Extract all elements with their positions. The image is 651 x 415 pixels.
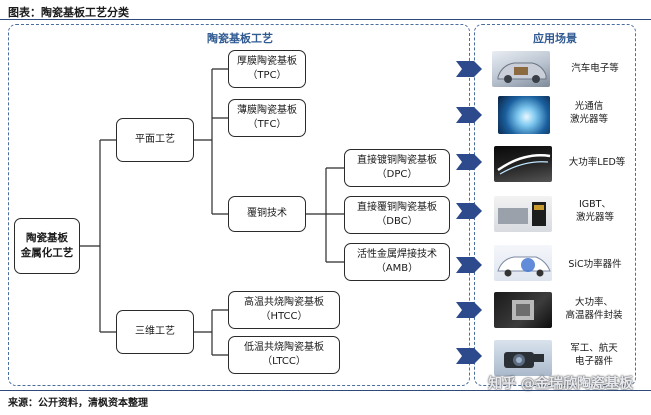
led-headlight-image <box>494 146 552 182</box>
tfc-node: 薄膜陶瓷基板 （TFC） <box>228 99 306 137</box>
chip-icon <box>512 300 534 320</box>
ev-car-image <box>494 245 552 281</box>
three-d-process-label: 三维工艺 <box>135 325 175 337</box>
ltcc-node: 低温共烧陶瓷基板 （LTCC） <box>228 336 340 374</box>
arrow-chevron-5 <box>456 257 482 273</box>
watermark: 知乎 @金瑞欣陶瓷基板 <box>488 376 633 392</box>
optical-fiber-image <box>498 96 550 134</box>
car-engine-image <box>492 51 550 87</box>
ltcc-name: 低温共烧陶瓷基板 <box>244 341 324 353</box>
application-label-1: 汽车电子等 <box>562 63 628 76</box>
application-7-line-2: 电子器件 <box>574 355 613 367</box>
tpc-name: 厚膜陶瓷基板 <box>237 55 297 67</box>
application-6-line-2: 高温器件封装 <box>565 309 623 321</box>
ltcc-abbr: （LTCC） <box>262 356 306 367</box>
tpc-node: 厚膜陶瓷基板 （TPC） <box>228 50 306 88</box>
application-2-line-2: 激光器等 <box>569 113 608 125</box>
process-panel-title: 陶瓷基板工艺 <box>207 32 273 45</box>
application-label-2: 光通信 激光器等 <box>556 101 622 127</box>
application-label-7: 军工、航天 电子器件 <box>558 343 630 369</box>
application-7-line-1: 军工、航天 <box>570 343 618 354</box>
dbc-name: 直接覆铜陶瓷基板 <box>357 201 437 213</box>
arrow-chevron-6 <box>456 302 482 318</box>
arrow-chevron-4 <box>456 203 482 219</box>
car-icon <box>497 62 547 83</box>
connector-planar <box>194 68 228 215</box>
copper-clad-node: 覆铜技术 <box>228 196 306 232</box>
htcc-abbr: （HTCC） <box>260 311 308 322</box>
dbc-node: 直接覆铜陶瓷基板 （DBC） <box>344 196 450 234</box>
amb-name: 活性金属焊接技术 <box>357 248 437 260</box>
top-rule <box>0 19 651 20</box>
tfc-abbr: （TFC） <box>247 119 287 130</box>
application-label-4: IGBT、 激光器等 <box>562 199 628 225</box>
arrow-chevron-3 <box>456 154 482 170</box>
connector-root <box>80 139 116 333</box>
camera-aerospace-image <box>494 340 552 376</box>
application-4-line-1: IGBT、 <box>579 199 611 210</box>
figure-title: 图表：陶瓷基板工艺分类 <box>8 6 129 19</box>
three-d-process-node: 三维工艺 <box>116 310 194 354</box>
root-line-2: 金属化工艺 <box>20 247 74 259</box>
arrow-chevron-2 <box>456 107 482 123</box>
connector-three-d <box>194 309 228 356</box>
arrow-chevron-7 <box>456 348 482 364</box>
bottom-rule <box>0 390 651 391</box>
application-3-line-1: 大功率LED等 <box>568 157 626 168</box>
ev-car-icon <box>497 256 551 277</box>
application-panel-title: 应用场景 <box>533 32 577 45</box>
headlight-icon <box>497 154 551 175</box>
dbc-abbr: （DBC） <box>376 216 418 227</box>
planar-process-node: 平面工艺 <box>116 118 194 162</box>
copper-clad-label: 覆铜技术 <box>247 207 287 219</box>
arrow-chevron-1 <box>456 61 482 77</box>
dpc-abbr: （DPC） <box>376 169 418 180</box>
connector-copper <box>306 167 344 263</box>
htcc-name: 高温共烧陶瓷基板 <box>244 296 324 308</box>
igbt-icon <box>498 202 546 226</box>
camera-icon <box>504 352 544 368</box>
circuit-board-image <box>494 292 552 328</box>
amb-abbr: （AMB） <box>375 263 419 274</box>
root-line-1: 陶瓷基板 <box>26 231 68 244</box>
igbt-module-image <box>494 196 552 232</box>
htcc-node: 高温共烧陶瓷基板 （HTCC） <box>228 291 340 329</box>
application-6-line-1: 大功率、 <box>574 297 613 308</box>
dpc-name: 直接镀铜陶瓷基板 <box>357 154 437 166</box>
application-5-line-1: SiC功率器件 <box>568 259 622 270</box>
application-4-line-2: 激光器等 <box>575 211 614 223</box>
root-node: 陶瓷基板 金属化工艺 <box>14 218 80 274</box>
application-2-line-1: 光通信 <box>574 101 604 112</box>
application-label-6: 大功率、 高温器件封装 <box>556 297 632 323</box>
tpc-abbr: （TPC） <box>247 70 287 81</box>
application-label-3: 大功率LED等 <box>562 157 632 170</box>
figure-source: 来源：公开资料，清枫资本整理 <box>8 398 148 409</box>
application-1-line-1: 汽车电子等 <box>571 63 619 74</box>
planar-process-label: 平面工艺 <box>135 133 175 145</box>
amb-node: 活性金属焊接技术 （AMB） <box>344 243 450 281</box>
application-label-5: SiC功率器件 <box>558 259 632 272</box>
dpc-node: 直接镀铜陶瓷基板 （DPC） <box>344 149 450 187</box>
tfc-name: 薄膜陶瓷基板 <box>237 104 297 116</box>
